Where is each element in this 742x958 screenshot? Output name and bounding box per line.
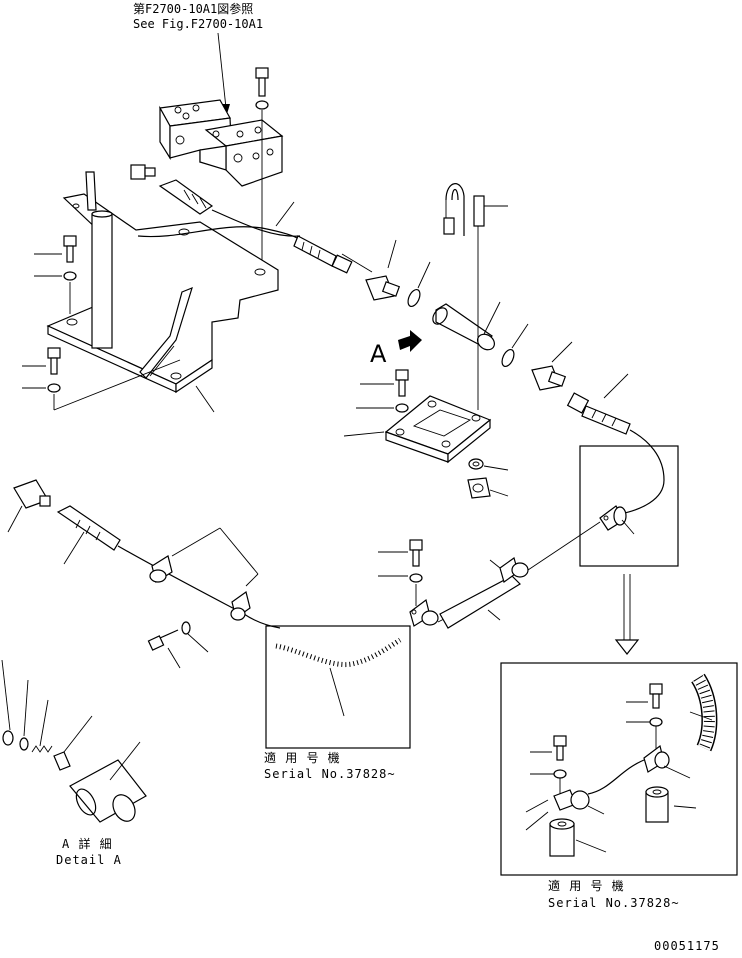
reference-label-en: See Fig.F2700-10A1 bbox=[133, 17, 263, 31]
j-hook bbox=[443, 183, 508, 410]
clamp-mid-2 bbox=[489, 521, 601, 583]
detail-label-jp: A 詳 細 bbox=[62, 836, 113, 851]
drawing-number: 00051175 bbox=[654, 939, 720, 953]
detail-label-en: Detail A bbox=[56, 853, 122, 867]
view-marker-a: A bbox=[370, 340, 387, 368]
detail-a-parts bbox=[1, 659, 147, 823]
sleeve-tube bbox=[432, 301, 501, 351]
bolt-left-lower bbox=[22, 347, 181, 411]
o-ring-2 bbox=[501, 323, 529, 368]
reference-label-jp: 第F2700-10A1図参照 bbox=[133, 1, 253, 16]
bolt-lower bbox=[147, 621, 209, 669]
adapter-fitting-2 bbox=[531, 341, 573, 391]
clamp-lower-1 bbox=[149, 527, 259, 587]
bolt-mid bbox=[378, 539, 423, 606]
adapter-fitting bbox=[365, 239, 401, 301]
serial-note-right-jp: 適 用 号 機 bbox=[548, 878, 625, 893]
hose-fitting-upper bbox=[158, 179, 301, 237]
serial-note-right-en: Serial No.37828~ bbox=[548, 896, 680, 910]
bolt-left-upper bbox=[34, 235, 77, 314]
o-ring-1 bbox=[407, 261, 431, 308]
hose-center bbox=[137, 226, 373, 274]
serial-note-center-jp: 適 用 号 機 bbox=[264, 750, 341, 765]
clamp-box-upper bbox=[579, 445, 679, 567]
reference-leader bbox=[217, 32, 227, 109]
spiral-guard-box bbox=[265, 625, 411, 749]
detail-box-right bbox=[500, 662, 738, 876]
bolt-center bbox=[356, 369, 409, 413]
bolt-top bbox=[255, 67, 269, 270]
clamp-lower-2 bbox=[230, 590, 251, 621]
valve-block bbox=[130, 99, 284, 187]
elbow-fitting bbox=[7, 479, 51, 533]
washer-nut bbox=[467, 458, 509, 499]
hose-end-right bbox=[566, 373, 665, 515]
down-arrow-icon bbox=[614, 574, 640, 655]
mount-plate bbox=[343, 395, 492, 464]
mounting-bracket bbox=[46, 171, 279, 413]
serial-note-center-en: Serial No.37828~ bbox=[264, 767, 396, 781]
clamp-mid-1 bbox=[409, 575, 521, 629]
view-arrow-icon bbox=[398, 330, 422, 352]
